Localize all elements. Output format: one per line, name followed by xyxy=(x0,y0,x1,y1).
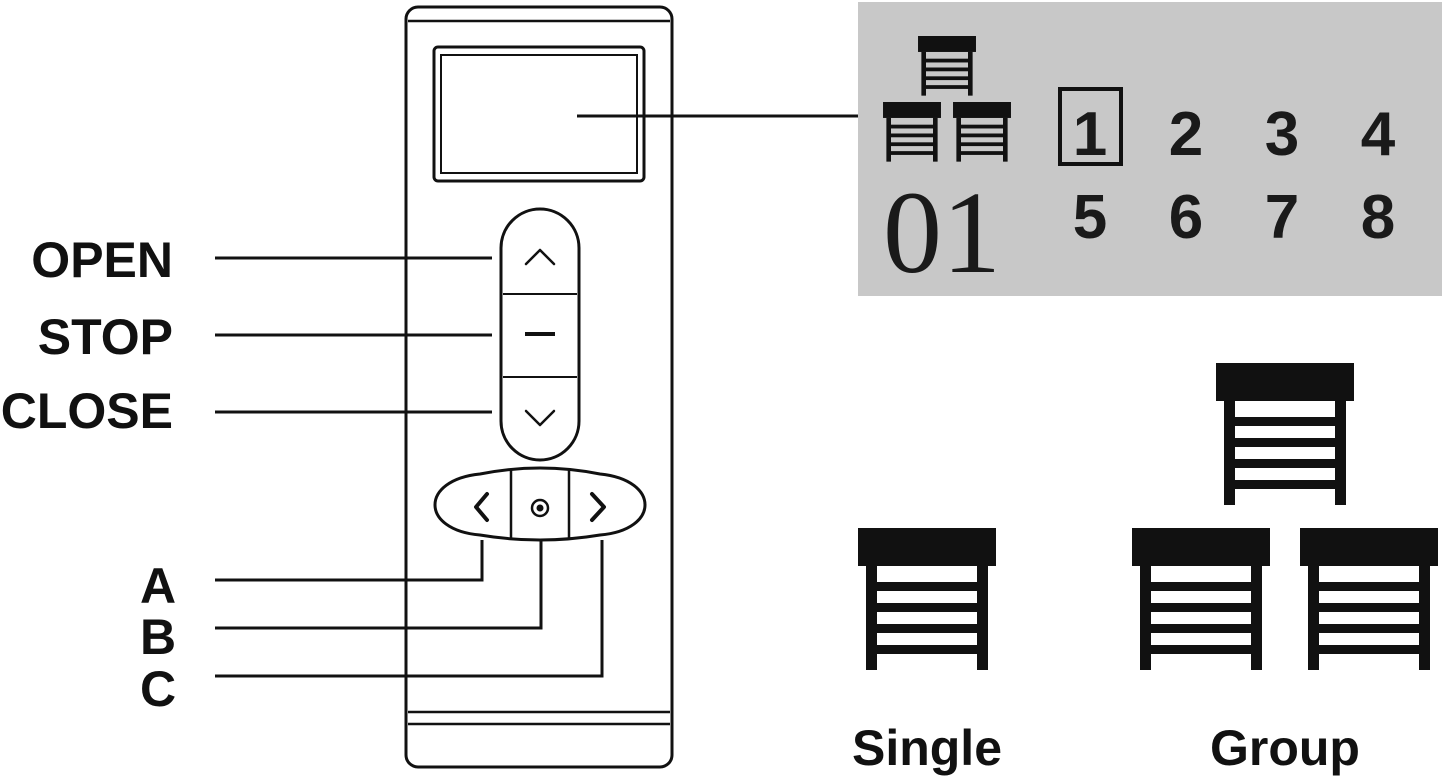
group-number-5: 5 xyxy=(1073,183,1107,252)
chevron-left-icon xyxy=(474,492,489,522)
shutter-group-icon xyxy=(1132,363,1438,670)
c-callout-line xyxy=(215,540,604,678)
group-number-6: 6 xyxy=(1169,183,1203,252)
chevron-right-icon xyxy=(590,492,606,522)
channel-number: 01 xyxy=(883,167,1001,298)
stop-button[interactable] xyxy=(503,296,577,375)
c-label: C xyxy=(140,661,176,717)
shutter-icon xyxy=(858,528,996,670)
stop-label: STOP xyxy=(38,309,173,365)
group-number-2: 2 xyxy=(1169,100,1203,169)
close-label: CLOSE xyxy=(1,383,173,439)
legend: Single Group xyxy=(852,363,1438,776)
lcd-display: 01 1 2 3 4 5 6 7 8 xyxy=(858,2,1442,298)
selected-group-box xyxy=(1058,87,1123,166)
group-number-1: 1 xyxy=(1073,100,1107,169)
remote-control xyxy=(404,5,674,769)
open-button[interactable] xyxy=(503,212,577,292)
selector-button-group xyxy=(433,466,647,542)
group-number-7: 7 xyxy=(1265,183,1299,252)
chevron-up-icon xyxy=(524,248,556,266)
a-callout-line xyxy=(215,540,484,582)
single-label: Single xyxy=(852,720,1002,776)
circle-dot-icon xyxy=(530,498,550,518)
b-callout-line xyxy=(215,540,543,630)
a-label: A xyxy=(140,558,176,614)
group-number-4: 4 xyxy=(1361,100,1396,169)
close-button[interactable] xyxy=(503,379,577,458)
b-label: B xyxy=(140,609,176,665)
c-button[interactable] xyxy=(571,476,638,534)
open-label: OPEN xyxy=(31,232,173,288)
a-button[interactable] xyxy=(442,476,509,534)
b-button[interactable] xyxy=(513,476,567,534)
callout-lines xyxy=(215,114,858,678)
group-label: Group xyxy=(1210,720,1360,776)
chevron-down-icon xyxy=(524,409,556,427)
group-number-8: 8 xyxy=(1361,183,1395,252)
group-number-3: 3 xyxy=(1265,100,1299,169)
callout-labels: OPEN STOP CLOSE A B C xyxy=(1,232,176,717)
